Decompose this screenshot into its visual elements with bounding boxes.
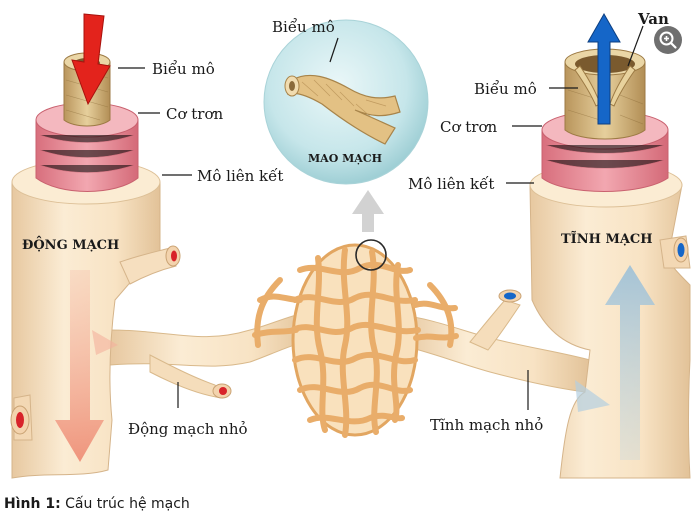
label-arteriole: Động mạch nhỏ (128, 420, 248, 438)
caption-text: Cấu trúc hệ mạch (60, 496, 190, 512)
label-left-connective: Mô liên kết (197, 167, 283, 185)
vein-flow-arrow (587, 12, 621, 125)
zoom-in-icon (659, 31, 677, 49)
leader-lines (118, 25, 644, 410)
label-left-epithelium: Biểu mô (152, 60, 215, 78)
caption-prefix: Hình 1: (4, 496, 61, 512)
capillary-focus-circle (355, 239, 387, 271)
vein-valve (574, 65, 636, 107)
blood-vessel-diagram: Biểu mô Cơ trơn Mô liên kết ĐỘNG MẠCH Độ… (10, 10, 691, 479)
vein (529, 12, 691, 479)
label-artery: ĐỘNG MẠCH (22, 236, 119, 253)
label-left-smooth-muscle: Cơ trơn (166, 105, 224, 123)
label-right-epithelium: Biểu mô (474, 80, 537, 98)
label-right-connective: Mô liên kết (408, 175, 494, 193)
zoom-button[interactable] (654, 26, 682, 54)
arteriole-vessel (109, 311, 313, 399)
label-capillary-epithelium: Biểu mô (272, 18, 335, 36)
label-valve: Van (637, 10, 669, 28)
artery-flow-arrow (71, 13, 111, 106)
label-capillary: MAO MẠCH (308, 152, 382, 165)
label-right-smooth-muscle: Cơ trơn (440, 118, 498, 136)
label-vein: TĨNH MẠCH (561, 231, 653, 247)
figure-caption: Hình 1: Cấu trúc hệ mạch (4, 496, 190, 512)
magnify-arrow (352, 190, 384, 232)
label-venule: Tĩnh mạch nhỏ (430, 416, 543, 434)
capillary-zoom-bubble (263, 19, 429, 185)
artery (10, 13, 181, 479)
capillary-network (252, 243, 459, 438)
